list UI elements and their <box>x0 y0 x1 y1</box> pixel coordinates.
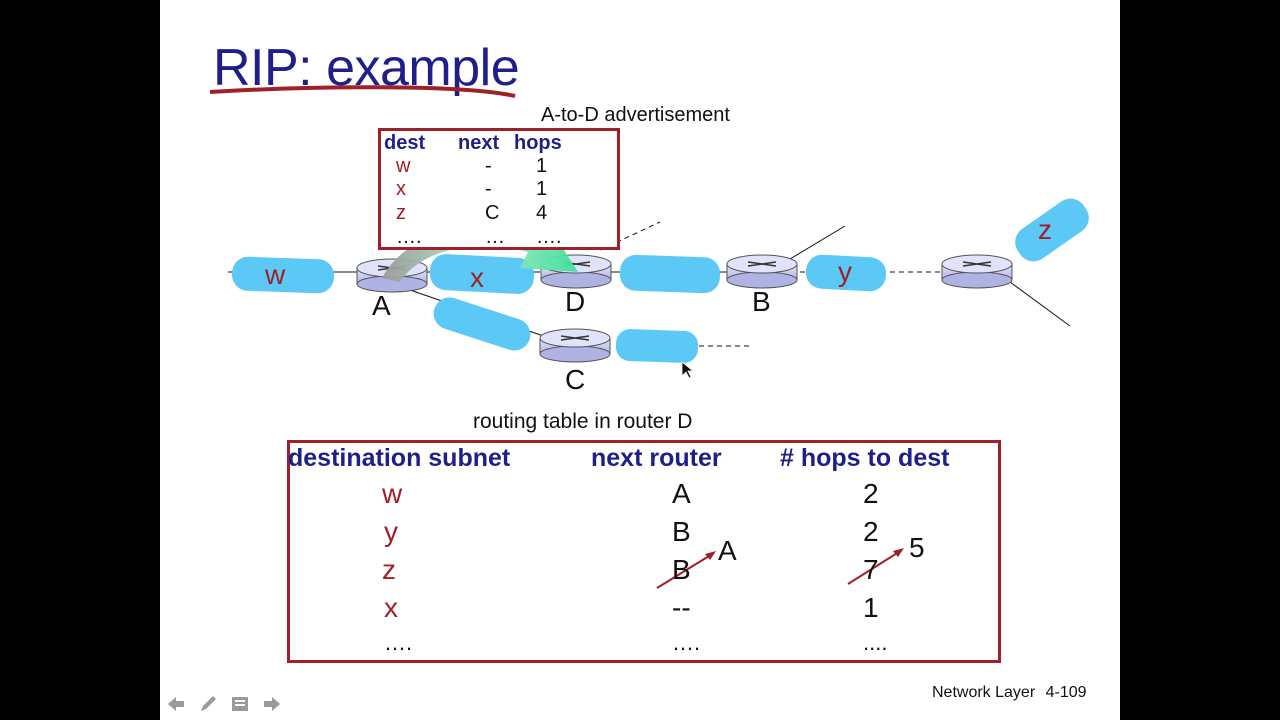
next-router-strike-arrow <box>656 552 715 589</box>
rt-header-hops: # hops to dest <box>780 444 950 472</box>
pen-icon[interactable] <box>196 692 220 716</box>
network-diagram <box>209 85 1089 589</box>
mouse-cursor-icon <box>681 361 695 379</box>
rt-row-hops: 2 <box>863 478 879 509</box>
subnet-label-x: x <box>470 262 484 293</box>
subnet-dB-blob <box>619 254 721 294</box>
subnet-label-y: y <box>838 256 852 287</box>
rt-header-destination: destination subnet <box>288 444 511 472</box>
router-B <box>726 254 798 289</box>
subnet-y-blob <box>805 254 887 292</box>
subnet-w-blob <box>231 256 335 294</box>
subnet-z-blob <box>1015 198 1089 262</box>
rt-row-dest: y <box>384 516 398 547</box>
rt-row-hops: 1 <box>863 592 879 623</box>
adv-row-next: - <box>485 178 492 200</box>
rt-row-dest: …. <box>384 630 413 655</box>
rt-row-dest: z <box>382 554 396 585</box>
router-C <box>539 328 611 363</box>
adv-header-hops: hops <box>514 132 562 154</box>
rt-row-next-new: A <box>718 535 737 566</box>
adv-header-next: next <box>458 132 500 154</box>
advertisement-caption: A-to-D advertisement <box>541 104 730 126</box>
adv-row-next: - <box>485 155 492 177</box>
rt-row-next-old: B <box>672 554 691 585</box>
rt-header-next-router: next router <box>591 444 722 472</box>
link-e-down <box>1009 281 1071 327</box>
router-label-b: B <box>752 286 771 317</box>
adv-row-dest: w <box>396 155 411 177</box>
adv-row-hops: 1 <box>536 178 548 200</box>
slide: RIP: example <box>160 0 1120 720</box>
adv-row-dest: …. <box>396 226 422 248</box>
advertisement-table <box>378 128 620 250</box>
rt-row-hops: .... <box>863 630 888 655</box>
rt-row-dest: x <box>384 592 398 623</box>
subnet-label-z: z <box>1038 214 1052 245</box>
adv-row-hops: 1 <box>536 155 548 177</box>
rt-row-hops-old: 7 <box>863 554 879 585</box>
adv-row-next: … <box>485 226 505 248</box>
subnet-ac-blob <box>433 297 531 351</box>
next-arrow-icon[interactable] <box>260 692 284 716</box>
title-underline <box>209 85 516 98</box>
subnet-x-blob <box>429 254 535 294</box>
subnet-c-blob <box>615 329 699 363</box>
router-E <box>941 254 1013 289</box>
routing-table-caption: routing table in router D <box>473 410 693 433</box>
link-b-up <box>784 225 846 263</box>
router-label-c: C <box>565 364 586 395</box>
subnet-label-w: w <box>265 259 286 290</box>
hops-strike-arrow <box>847 549 903 585</box>
rt-row-hops-new: 5 <box>909 532 925 563</box>
rt-row-next: B <box>672 516 691 547</box>
rt-row-next: A <box>672 478 691 509</box>
footer-page-number: 4-109 <box>1045 684 1087 701</box>
adv-row-next: C <box>485 202 500 224</box>
rt-row-next: …. <box>672 630 701 655</box>
previous-arrow-icon[interactable] <box>164 692 188 716</box>
footer-chapter: Network Layer <box>932 684 1036 701</box>
adv-header-dest: dest <box>384 132 426 154</box>
slide-footer: Network Layer 4-109 <box>932 684 1087 702</box>
presentation-toolbar <box>164 692 284 716</box>
routing-table <box>287 440 1001 663</box>
adv-row-dest: z <box>396 202 406 224</box>
router-label-d: D <box>565 286 586 317</box>
rt-row-dest: w <box>382 478 403 509</box>
adv-row-dest: x <box>396 178 406 200</box>
router-label-a: A <box>372 290 391 321</box>
notes-icon[interactable] <box>228 692 252 716</box>
adv-row-hops: 4 <box>536 202 548 224</box>
rt-row-hops: 2 <box>863 516 879 547</box>
adv-row-hops: …. <box>536 226 562 248</box>
rt-row-next: -- <box>672 592 691 623</box>
